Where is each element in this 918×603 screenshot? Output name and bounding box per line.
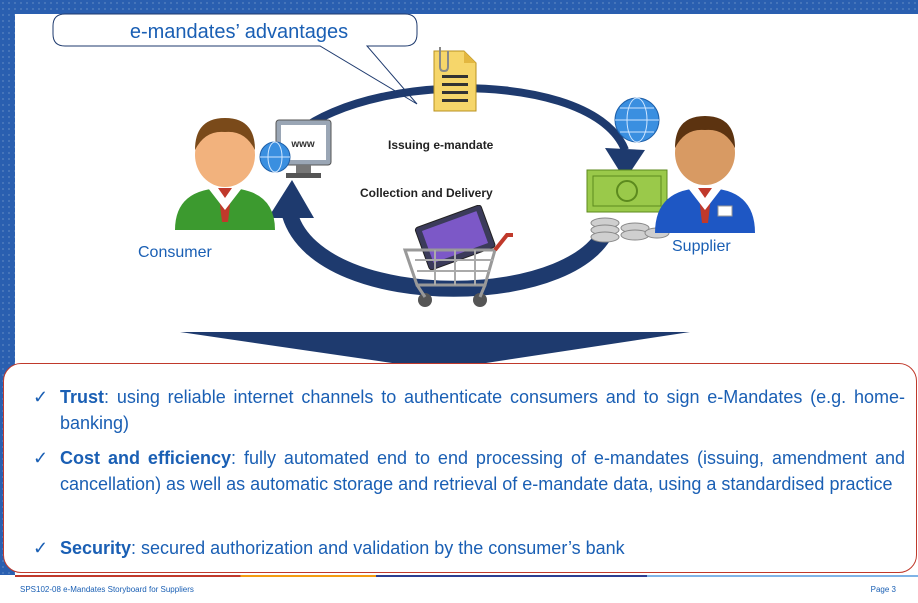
collection-label: Collection and Delivery (360, 186, 493, 200)
footer-bar (15, 575, 918, 577)
benefit-title: Cost and efficiency (60, 448, 231, 468)
issuing-label: Issuing e-mandate (388, 138, 494, 152)
globe-icon (259, 141, 291, 173)
collection-arrow (282, 212, 618, 297)
supplier-person-icon (655, 116, 755, 233)
consumer-person-icon (175, 118, 275, 230)
benefit-title: Trust (60, 387, 105, 407)
www-label: www (290, 139, 315, 150)
consumer-label: Consumer (138, 244, 212, 261)
document-icon (433, 47, 477, 112)
benefit-security: ✓ Security: secured authorization and va… (33, 535, 905, 561)
benefits-box (3, 363, 917, 573)
shopping-cart-laptop-icon (402, 205, 513, 307)
callout-bubble (52, 13, 418, 105)
money-icon (586, 169, 670, 243)
callout-text: e-mandates’ advantages (129, 21, 349, 43)
checkmark-icon: ✓ (33, 387, 49, 407)
down-arrow (180, 332, 690, 370)
benefit-text: : fully automated end to end processing … (60, 448, 905, 494)
supplier-label: Supplier (672, 238, 731, 255)
benefit-trust: ✓ Trust: using reliable internet channel… (33, 384, 905, 436)
footer-title: SPS102-08 e-Mandates Storyboard for Supp… (20, 585, 194, 594)
issuing-arrowhead (605, 148, 645, 180)
benefit-title: Security (60, 538, 132, 558)
benefit-text: : secured authorization and validation b… (131, 538, 625, 558)
checkmark-icon: ✓ (33, 448, 49, 468)
benefit-text: : using reliable internet channels to au… (60, 387, 905, 433)
page-number: Page 3 (870, 585, 896, 594)
collection-arrowhead (268, 180, 314, 218)
benefit-cost-efficiency: ✓ Cost and efficiency: fully automated e… (33, 445, 905, 497)
supplier-globe-icon (614, 97, 660, 143)
checkmark-icon: ✓ (33, 538, 49, 558)
footer: SPS102-08 e-Mandates Storyboard for Supp… (0, 575, 918, 603)
